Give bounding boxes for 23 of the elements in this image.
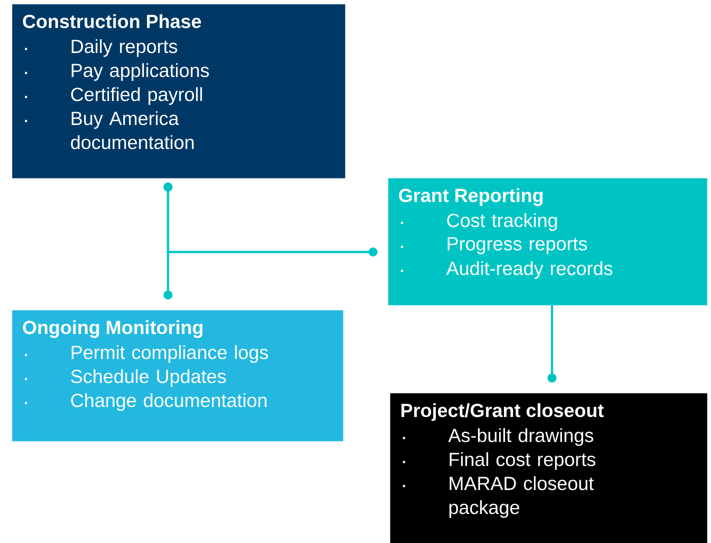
- connector: [164, 182, 378, 256]
- heading: Construction Phase: [22, 14, 201, 28]
- list-item: Daily reports: [72, 39, 178, 57]
- heading: Project/Grant closeout: [401, 403, 604, 421]
- list-item: Audit-ready records: [446, 261, 612, 279]
- list-item: Buy America documentation: [71, 111, 194, 150]
- list-item: Certified payroll: [71, 87, 202, 105]
- heading: Ongoing Monitoring: [22, 320, 202, 338]
- list-item: MARAD closeout package: [449, 476, 594, 518]
- list-item: Pay applications: [72, 63, 209, 81]
- process-box: [12, 310, 344, 442]
- process-box: [12, 4, 346, 178]
- list-item: Change documentation: [71, 393, 266, 411]
- list-item: Permit compliance logs: [72, 345, 268, 363]
- list-item: Final cost reports: [450, 452, 596, 470]
- process-box: [390, 393, 708, 543]
- list-item: Cost tracking: [447, 213, 557, 231]
- connector: [548, 305, 556, 382]
- list-item: Progress reports: [448, 237, 587, 254]
- list-item: As-built drawings: [448, 428, 594, 446]
- heading: Grant Reporting: [399, 188, 543, 206]
- process-box: [388, 178, 708, 306]
- list-item: Schedule Updates: [71, 369, 226, 387]
